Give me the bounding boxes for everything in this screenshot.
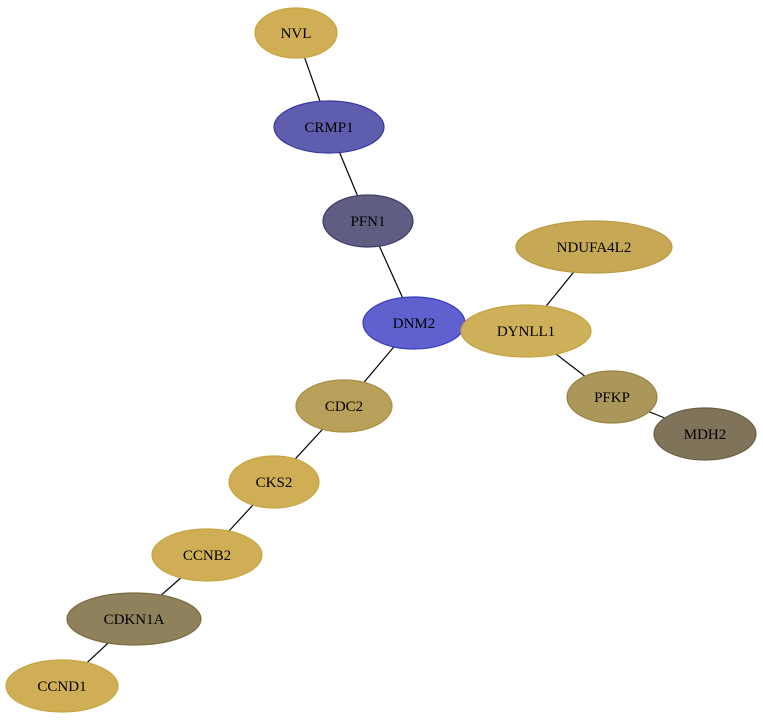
node-shape	[322, 194, 414, 248]
node-nvl[interactable]: NVL	[254, 7, 338, 59]
node-pfn1[interactable]: PFN1	[322, 194, 414, 248]
node-dynll1[interactable]: DYNLL1	[460, 304, 592, 358]
node-dnm2[interactable]: DNM2	[362, 296, 466, 350]
edge-pfn1-dnm2	[378, 245, 404, 298]
node-label: CCNB2	[183, 548, 231, 564]
node-ccnd1[interactable]: CCND1	[5, 659, 119, 713]
node-ccnb2[interactable]: CCNB2	[151, 528, 263, 582]
edge-crmp1-pfn1	[339, 152, 359, 196]
node-pfkp[interactable]: PFKP	[566, 370, 658, 424]
node-shape	[5, 659, 119, 713]
node-label: DYNLL1	[497, 324, 555, 340]
edge-ccnb2-cdkn1a	[160, 577, 182, 596]
edge-dnm2-cdc2	[363, 346, 395, 383]
node-label: NDUFA4L2	[557, 240, 632, 256]
edge-cdc2-cks2	[294, 428, 324, 460]
edge-dynll1-pfkp	[555, 353, 586, 377]
edge-ndufa4l2-dynll1	[545, 271, 575, 307]
node-shape	[254, 7, 338, 59]
node-label: CKS2	[256, 475, 293, 491]
edge-pfkp-mdh2	[648, 411, 666, 419]
edge-cdkn1a-ccnd1	[86, 642, 109, 664]
node-shape	[566, 370, 658, 424]
node-cdc2[interactable]: CDC2	[295, 379, 393, 433]
node-label: MDH2	[684, 427, 727, 443]
node-label: NVL	[281, 26, 312, 42]
node-shape	[653, 407, 757, 461]
node-label: PFKP	[594, 390, 630, 406]
node-shape	[295, 379, 393, 433]
node-mdh2[interactable]: MDH2	[653, 407, 757, 461]
node-label: CDC2	[325, 399, 363, 415]
node-crmp1[interactable]: CRMP1	[273, 100, 385, 154]
node-cks2[interactable]: CKS2	[228, 455, 320, 509]
node-shape	[228, 455, 320, 509]
node-cdkn1a[interactable]: CDKN1A	[66, 592, 202, 646]
node-shape	[515, 220, 673, 274]
node-shape	[151, 528, 263, 582]
node-ndufa4l2[interactable]: NDUFA4L2	[515, 220, 673, 274]
node-label: PFN1	[350, 214, 385, 230]
node-label: CCND1	[37, 679, 86, 695]
node-label: DNM2	[393, 316, 436, 332]
edge-nvl-crmp1	[304, 57, 321, 102]
node-shape	[66, 592, 202, 646]
node-label: CRMP1	[304, 120, 353, 136]
edge-cks2-ccnb2	[228, 504, 254, 532]
node-shape	[273, 100, 385, 154]
node-shape	[460, 304, 592, 358]
node-label: CDKN1A	[104, 612, 165, 628]
edge-layer	[86, 57, 666, 664]
